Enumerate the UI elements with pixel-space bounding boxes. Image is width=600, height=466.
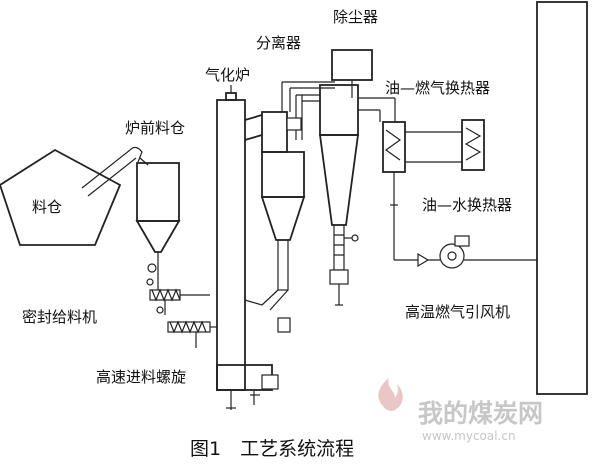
sensor-icon: [351, 234, 359, 242]
valve-icon-2: [156, 306, 164, 314]
dust-remover-label: 除尘器: [333, 8, 378, 26]
chimney-stack: [536, 1, 588, 395]
oil-gas-hx-body: [382, 121, 406, 173]
figure-caption: 图1 工艺系统流程: [190, 438, 354, 460]
cyclone1-return-a: [261, 289, 279, 306]
diverter-box: [286, 117, 302, 131]
conveyor-drop: [139, 157, 149, 166]
cyclone1-return-b: [269, 289, 289, 311]
dust-remover-body: [331, 49, 373, 81]
front-hopper-cone: [135, 220, 181, 253]
conveyor-line-a: [81, 149, 131, 189]
cyclone1-body: [261, 151, 305, 198]
gasifier-outlet-bot: [244, 134, 263, 141]
seal-feeder-label: 密封给料机: [22, 308, 97, 326]
induced-draft-fan: 高温燃气引风机: [393, 205, 537, 321]
conveyor-line-b: [87, 157, 137, 197]
front-hopper-body: [136, 162, 180, 222]
gasifier-burner: [261, 374, 279, 390]
oil-gas-hx: 油—燃气换热器: [382, 79, 490, 206]
cyclone1-inlet: [261, 111, 288, 153]
front-hopper-label: 炉前料仓: [125, 119, 185, 137]
feed-screw-label: 高速进料螺旋: [96, 368, 186, 386]
separator: 分离器: [256, 34, 360, 306]
oil-water-hx-body: [461, 119, 485, 171]
watermark-name: 我的煤炭网: [418, 399, 543, 428]
front-hopper: 炉前料仓: [125, 119, 185, 290]
gasifier-outlet-top: [244, 114, 263, 121]
oil-water-hx-label: 油—水换热器: [422, 196, 512, 214]
cyclone1-dipleg: [277, 239, 289, 291]
watermark: 我的煤炭网 www.mycoal.cn: [378, 378, 543, 443]
valve-icon: [147, 263, 157, 273]
gasifier-column: [216, 99, 246, 391]
separator-dipleg-marks: [334, 234, 344, 256]
feed-screw: 高速进料螺旋: [96, 320, 217, 386]
oil-water-hx: 油—水换热器: [422, 119, 512, 214]
gasifier: 气化炉: [205, 66, 279, 410]
separator-piping: [281, 81, 335, 140]
feed-screw-thread: [169, 320, 207, 334]
oil-gas-hx-label: 油—燃气换热器: [385, 79, 490, 97]
fan-outlet: [454, 235, 470, 247]
seal-feeder-screw: [151, 288, 181, 302]
return-into-gasifier: [244, 299, 263, 306]
hopper: 料仓: [0, 146, 149, 246]
oil-water-hx-coil: [464, 127, 482, 161]
seal-feeder: 密封给料机: [22, 288, 210, 326]
separator-cone: [318, 134, 360, 226]
oil-gas-hx-coil: [384, 129, 402, 161]
gauge-icon: [146, 278, 154, 286]
dust-remover: 除尘器: [331, 8, 396, 122]
fan-label: 高温燃气引风机: [405, 303, 510, 321]
check-valve-icon: [417, 252, 430, 268]
primary-cyclone: [244, 111, 306, 333]
gasifier-label: 气化炉: [205, 66, 250, 84]
separator-dipleg: [333, 224, 345, 271]
hopper-label: 料仓: [32, 198, 62, 216]
cyclone1-valve: [277, 317, 291, 333]
flame-logo-icon: [378, 378, 403, 411]
conveyor-head: [129, 146, 143, 163]
fan-hub: [447, 251, 457, 261]
watermark-url: www.mycoal.cn: [422, 429, 516, 443]
separator-valve: [329, 269, 349, 285]
gasifier-top: [225, 92, 237, 101]
cyclone1-cone: [260, 196, 306, 241]
separator-label: 分离器: [256, 34, 301, 52]
